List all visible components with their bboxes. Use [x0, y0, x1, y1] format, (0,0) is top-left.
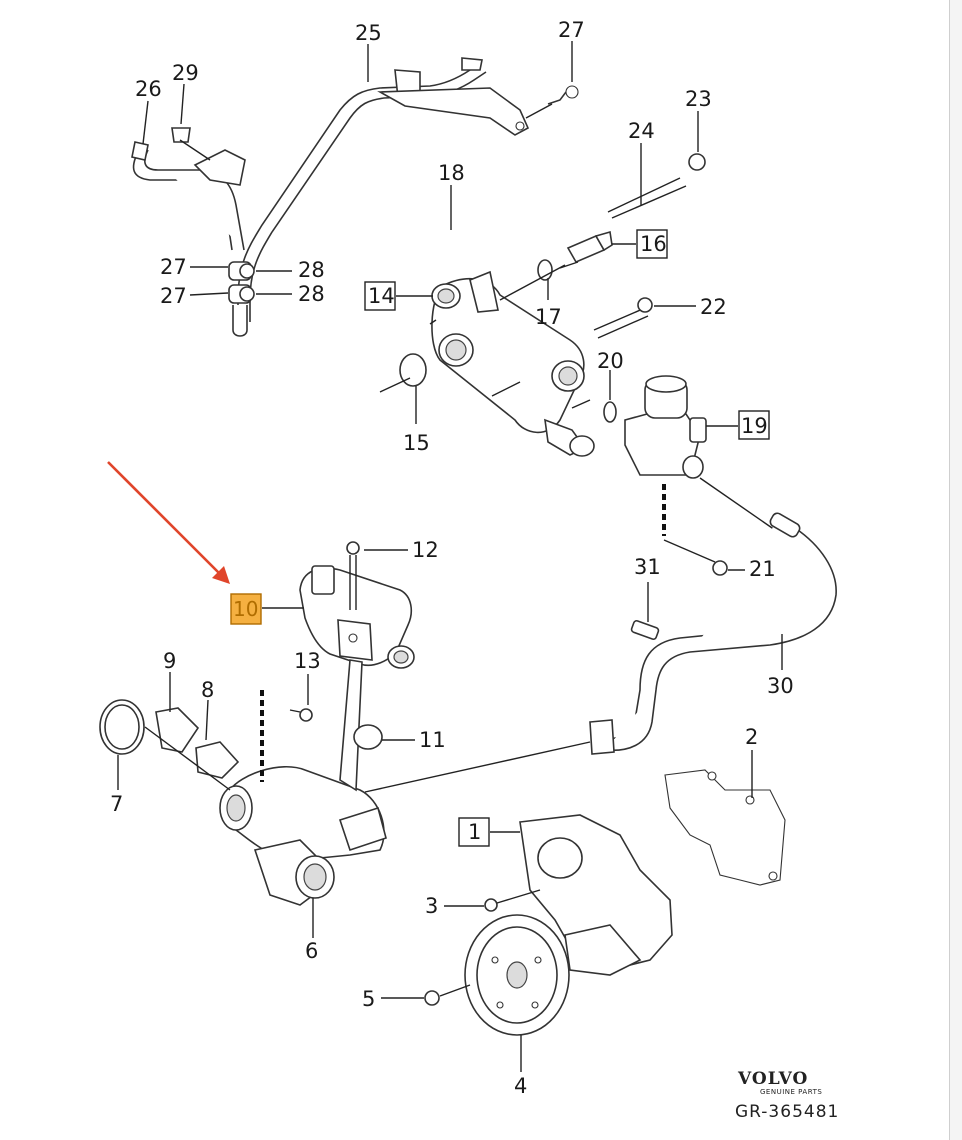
volvo-brand: VOLVO GENUINE PARTS GR-365481: [735, 1069, 839, 1122]
page-right-edge: [949, 0, 962, 1140]
callout-labels: 25 27 26 29 27 27 28 28 23 24 18 17 22 1…: [110, 18, 794, 1098]
callout-7: 7: [110, 792, 123, 816]
callout-12: 12: [412, 538, 439, 562]
callout-23: 23: [685, 87, 712, 111]
callout-25: 25: [355, 21, 382, 45]
callout-28-low: 28: [298, 282, 325, 306]
boxed-callouts: 14 16 19 1 10: [230, 229, 770, 847]
red-pointer-arrow: [107, 461, 230, 584]
callout-15: 15: [403, 431, 430, 455]
callout-6: 6: [305, 939, 318, 963]
callout-27-top: 27: [558, 18, 585, 42]
callout-2: 2: [745, 725, 758, 749]
volvo-logo-subtext: GENUINE PARTS: [760, 1088, 822, 1096]
callout-21: 21: [749, 557, 776, 581]
coolant-hose-assembly: [589, 484, 837, 755]
coolant-pipe-assembly: [131, 57, 579, 337]
callout-3: 3: [425, 894, 438, 918]
callout-17: 17: [535, 305, 562, 329]
leader-lines: [117, 41, 783, 1072]
callout-4: 4: [514, 1074, 527, 1098]
callout-24: 24: [628, 119, 655, 143]
callout-27-low: 27: [160, 284, 187, 308]
callout-16: 16: [640, 232, 667, 256]
callout-29: 29: [172, 61, 199, 85]
callout-14: 14: [368, 284, 395, 308]
callout-27-mid: 27: [160, 255, 187, 279]
callout-28-mid: 28: [298, 258, 325, 282]
callout-13: 13: [294, 649, 321, 673]
callout-1: 1: [468, 820, 481, 844]
highlight-box-10: [230, 593, 262, 625]
callout-18: 18: [438, 161, 465, 185]
callout-8: 8: [201, 678, 214, 702]
callout-11: 11: [419, 728, 446, 752]
coolant-valve-part-10[interactable]: [299, 541, 415, 669]
volvo-logo: VOLVO: [737, 1069, 808, 1089]
callout-10: 10: [233, 597, 258, 621]
callout-22: 22: [700, 295, 727, 319]
callout-31: 31: [634, 555, 661, 579]
callout-5: 5: [362, 987, 375, 1011]
diagram-code: GR-365481: [735, 1102, 839, 1122]
callout-20: 20: [597, 349, 624, 373]
callout-19: 19: [741, 414, 768, 438]
callout-9: 9: [163, 649, 176, 673]
callout-26: 26: [135, 77, 162, 101]
callout-30: 30: [767, 674, 794, 698]
water-outlet-housing-assembly: [99, 659, 591, 906]
thermostat-housing-assembly: [379, 153, 776, 531]
water-pump-assembly: [424, 769, 786, 1036]
